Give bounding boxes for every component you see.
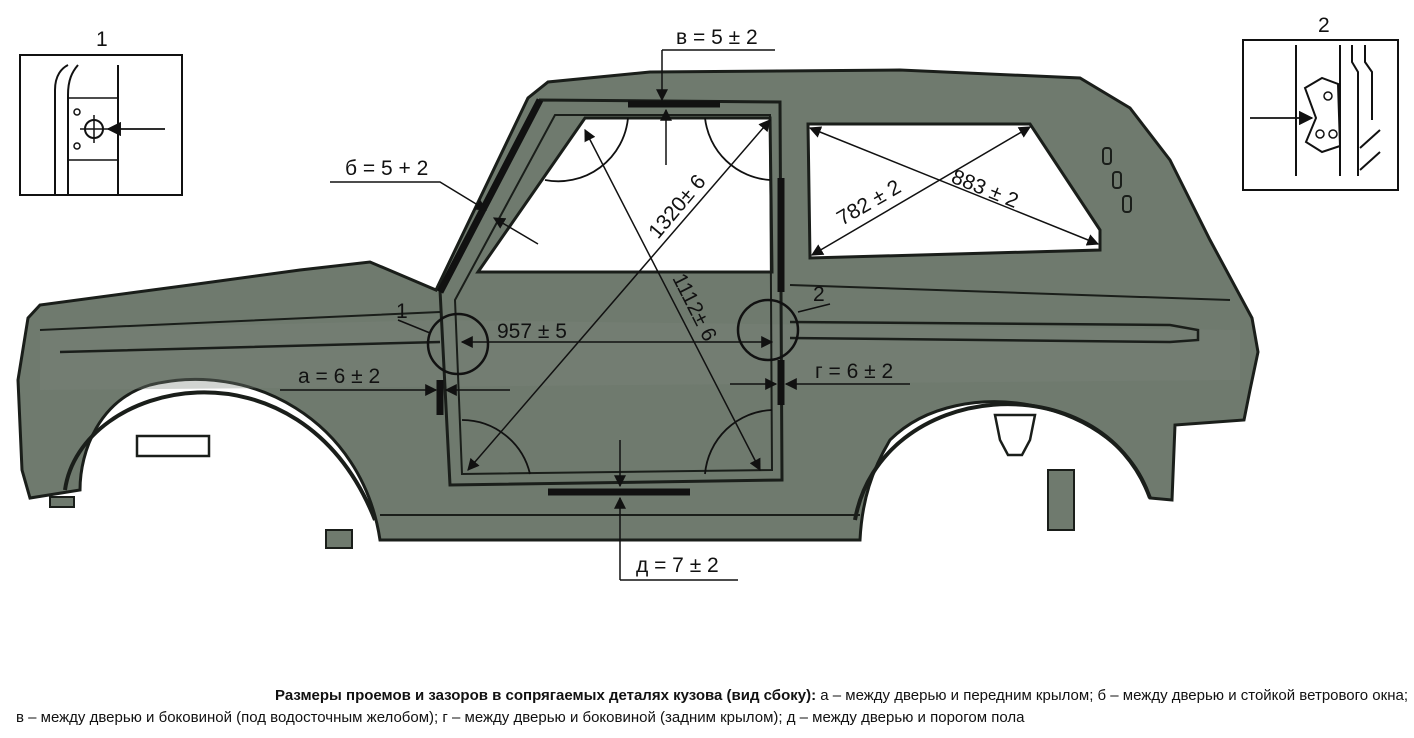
inset-2-striker <box>1303 76 1342 154</box>
gap-label-g: г = 6 ± 2 <box>815 360 893 383</box>
caption-title: Размеры проемов и зазоров в сопрягаемых … <box>275 687 817 704</box>
vent-slot-1 <box>1102 147 1112 165</box>
side-marker <box>135 434 211 458</box>
caption-line-2: в – между дверью и боковиной (под водост… <box>16 709 1025 726</box>
caption-line-1: Размеры проемов и зазоров в сопрягаемых … <box>275 687 1408 704</box>
rear-wheel-arch <box>853 402 1152 521</box>
inset-2-line-3 <box>1351 45 1359 176</box>
inset-2-bolt-2 <box>1315 129 1325 139</box>
callout-number-2: 2 <box>813 283 825 306</box>
gap-label-v: в = 5 ± 2 <box>676 26 758 49</box>
gap-label-b: б = 5 + 2 <box>345 157 428 180</box>
dim-label-door-width: 957 ± 5 <box>497 320 567 343</box>
inset-2-bolt-1 <box>1323 91 1333 101</box>
caption-line-1-rest: а – между дверью и передним крылом; б – … <box>816 687 1408 704</box>
vent-slot-3 <box>1122 195 1132 213</box>
inset-1-curve-2 <box>67 64 79 195</box>
front-leg <box>325 529 353 549</box>
front-wheel-arch <box>63 390 377 521</box>
rear-leg <box>1047 469 1075 531</box>
callout-number-1: 1 <box>396 300 408 323</box>
callout-leader-1 <box>397 319 431 334</box>
inset-2-slash-1 <box>1359 129 1381 149</box>
figure-caption: Размеры проемов и зазоров в сопрягаемых … <box>16 685 1408 729</box>
gap-label-a: а = 6 ± 2 <box>298 365 380 388</box>
inset-1-bolt-top <box>73 108 81 116</box>
callout-leader-2 <box>797 303 831 313</box>
body-shade <box>40 320 1240 390</box>
inset-1-curve <box>54 64 69 195</box>
dim-line-door-diag-2 <box>584 128 761 472</box>
inset-2-line-4 <box>1364 45 1373 120</box>
inset-1-bolt-bottom <box>73 142 81 150</box>
dim-line-window-diag-2 <box>808 126 1100 246</box>
upper-line <box>39 284 1231 331</box>
leader-b-out <box>492 217 539 245</box>
belt-line <box>59 320 1200 354</box>
inset-2-bolt-3 <box>1328 129 1338 139</box>
rear-bracket <box>993 413 1037 457</box>
inset-2-frame <box>1242 39 1399 191</box>
leader-b <box>330 181 488 211</box>
gap-label-d: д = 7 ± 2 <box>636 554 719 577</box>
inset-1-number: 1 <box>96 28 108 51</box>
inset-2-number: 2 <box>1318 14 1330 37</box>
inset-2-slash-2 <box>1359 151 1381 171</box>
vent-slot-2 <box>1112 171 1122 189</box>
front-bumper-tab <box>49 496 75 508</box>
